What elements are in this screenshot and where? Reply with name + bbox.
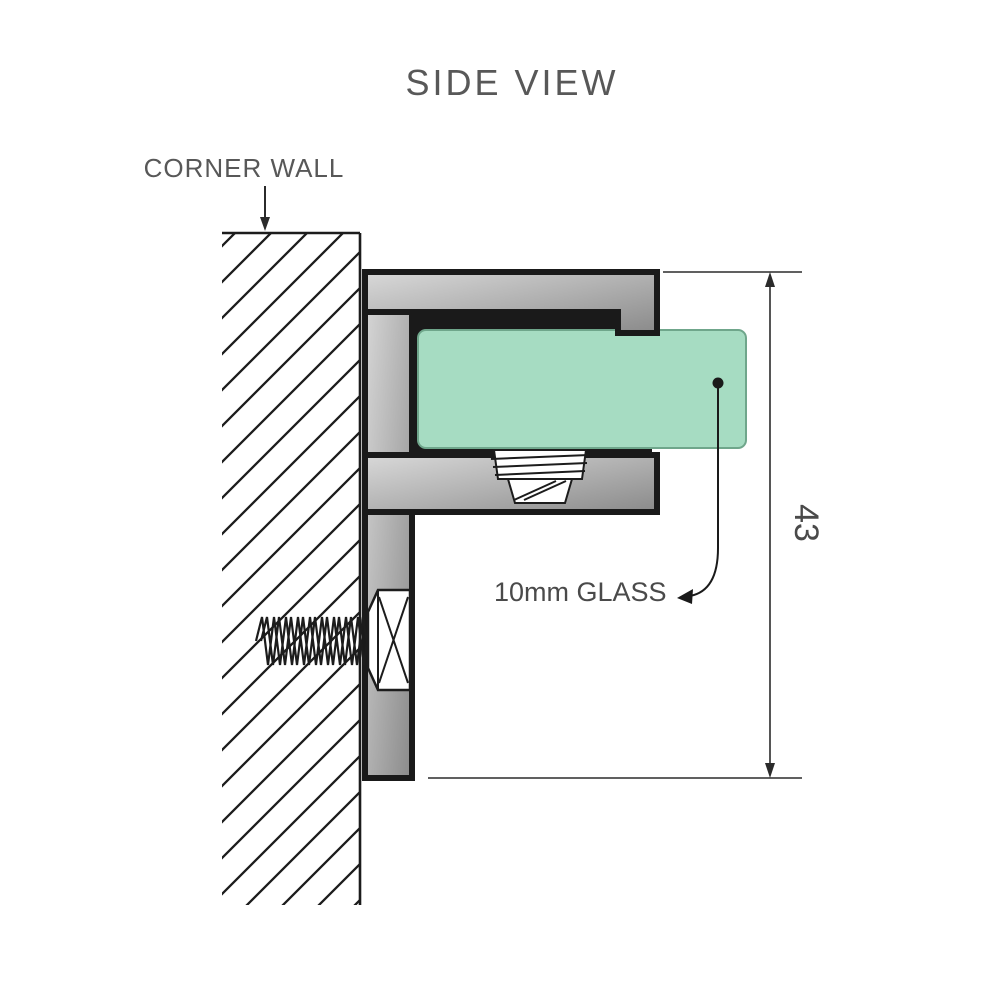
dimension-arrow-down-icon	[765, 763, 775, 778]
diagram-title: SIDE VIEW	[405, 62, 618, 103]
dimension-value-label: 43	[787, 504, 825, 542]
gasket-cup-line	[523, 480, 567, 501]
dimension-43: 43	[428, 271, 825, 779]
gasket-rib-line	[490, 454, 590, 460]
screw-thread-zigzag	[259, 616, 370, 666]
glass-panel	[418, 330, 746, 448]
gasket-cup-line	[513, 480, 557, 501]
bracket-top-arm	[362, 269, 660, 336]
wall-hatching	[222, 233, 360, 905]
glass-callout: 10mm GLASS	[494, 377, 724, 607]
gasket-rib-line	[492, 462, 588, 468]
leader-dot-icon	[712, 377, 724, 389]
corner-wall-callout: CORNER WALL	[144, 153, 345, 231]
dimension-arrow-up-icon	[765, 272, 775, 287]
bracket-stem	[362, 269, 415, 781]
screw-head-cross-line	[378, 596, 409, 684]
gasket-rib-line	[494, 470, 586, 476]
glass-leader-line	[689, 388, 719, 597]
glass-leader-arrow-icon	[677, 589, 693, 604]
corner-wall-arrow-icon	[260, 217, 270, 231]
glass-gasket	[490, 449, 590, 504]
corner-wall-label: CORNER WALL	[144, 153, 345, 183]
screw-head	[366, 588, 412, 692]
glass-label: 10mm GLASS	[494, 577, 667, 607]
glass-panel-outline	[417, 329, 747, 449]
corner-wall	[222, 231, 362, 905]
fixing-screw	[254, 588, 412, 692]
